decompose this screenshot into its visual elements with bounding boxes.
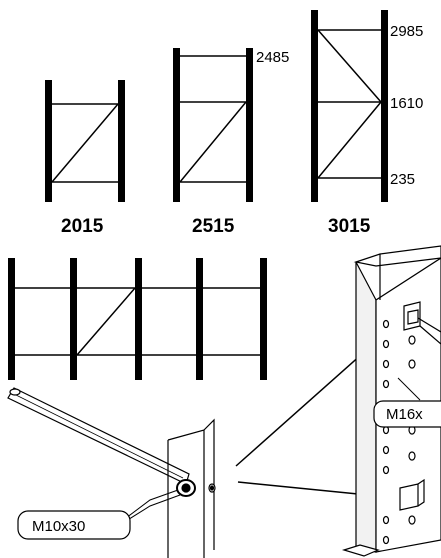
- frame-2015-post-right: [118, 80, 125, 202]
- bay-post-4: [196, 258, 203, 380]
- frame-2515-post-left: [173, 48, 180, 202]
- frame-2515-post-right: [246, 48, 253, 202]
- frame-2515: 2485 2515: [173, 48, 289, 237]
- frame-2515-height-label: 2485: [256, 49, 289, 66]
- m16-callout-label: M16x: [386, 406, 423, 423]
- frame-3015-title: 3015: [328, 216, 371, 237]
- m10-callout-label: M10x30: [32, 518, 85, 535]
- frame-2515-title: 2515: [192, 216, 235, 237]
- lower-bracket: [399, 483, 419, 511]
- arrow-lower: [237, 481, 379, 497]
- m10-callout: M10x30: [17, 510, 131, 540]
- frame-3015-brace-diagonal-lower: [317, 101, 382, 179]
- multi-bay-frame: [8, 258, 267, 380]
- frame-3015-height-bottom: 235: [390, 171, 415, 188]
- strut-detail: [7, 387, 216, 558]
- frame-3015-post-left: [311, 10, 318, 202]
- m16-callout-box: [373, 400, 441, 428]
- upright-column-top: [353, 245, 441, 267]
- frame-3015-brace-diagonal-upper: [317, 29, 382, 103]
- frame-3015-post-right: [381, 10, 388, 202]
- bay-post-5: [260, 258, 267, 380]
- frame-3015-height-middle: 1610: [390, 95, 423, 112]
- bay-brace-diagonal: [76, 287, 136, 356]
- upright-column-front: [355, 261, 377, 553]
- bay-post-2: [70, 258, 77, 380]
- bay-post-1: [8, 258, 15, 380]
- frame-2515-brace-diagonal: [179, 101, 247, 183]
- frame-2015-brace-diagonal: [51, 103, 119, 183]
- frame-3015: 2985 1610 235 3015: [311, 10, 423, 237]
- m10-callout-box: [17, 510, 131, 540]
- strut-end-hole: [9, 388, 21, 396]
- frame-2015-post-left: [45, 80, 52, 202]
- m16-callout: M16x: [373, 377, 441, 428]
- frame-2015: 2015: [45, 80, 125, 237]
- upright-base-plate: [341, 544, 380, 557]
- bay-post-3: [135, 258, 142, 380]
- frame-2015-title: 2015: [61, 216, 104, 237]
- frame-3015-height-top: 2985: [390, 23, 423, 40]
